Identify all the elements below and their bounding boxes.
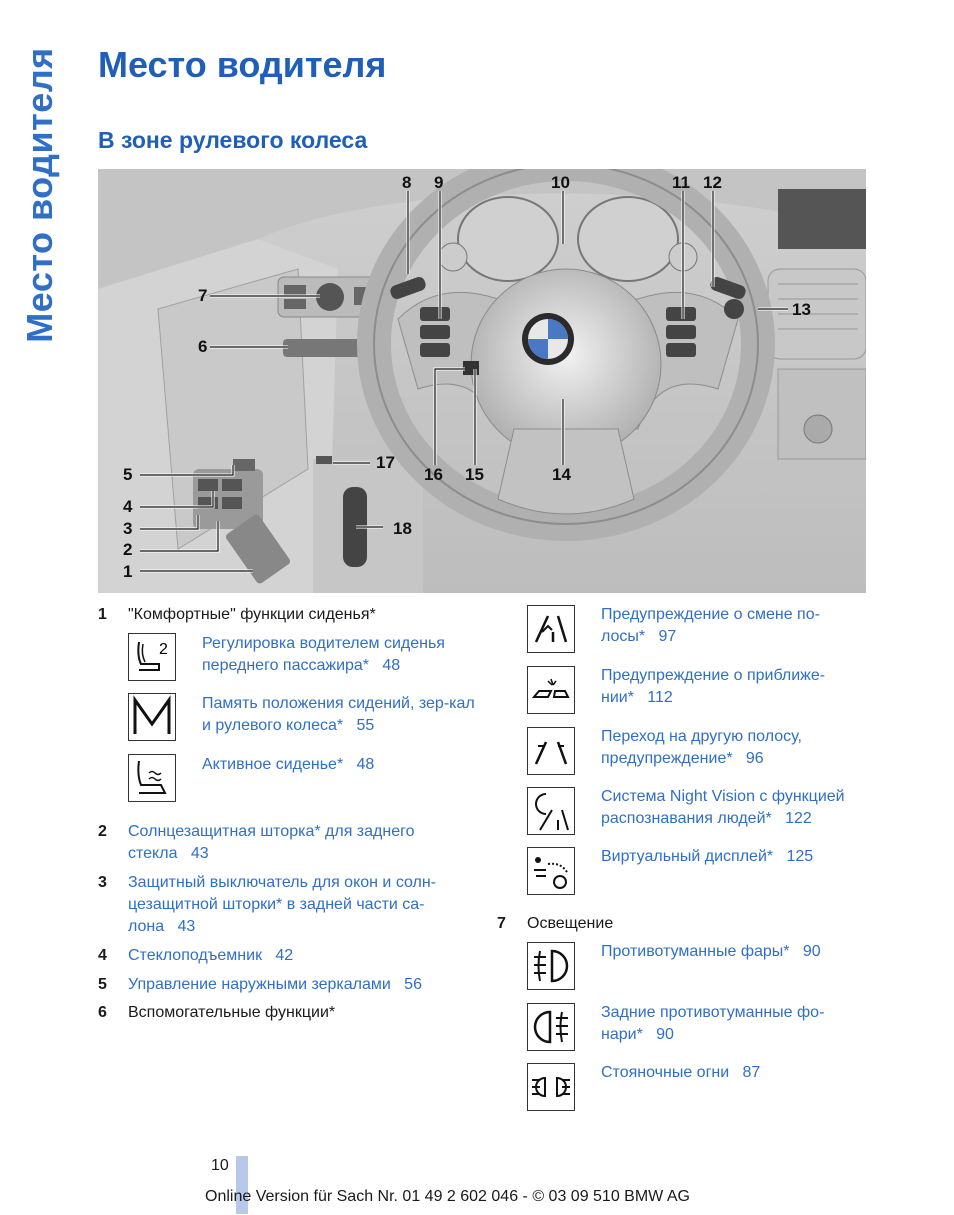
- callout-4: 4: [123, 497, 133, 516]
- item-number: 6: [98, 1004, 107, 1021]
- item-text: Защитный выключатель для окон и солн-цез…: [128, 874, 437, 935]
- sub-text: Задние противотуманные фо-нари*: [601, 1004, 825, 1043]
- head-up-display-icon: [527, 847, 575, 895]
- sub-text: Виртуальный дисплей*: [601, 848, 774, 865]
- item-number: 5: [98, 976, 107, 993]
- sub-text: Стояночные огни: [601, 1064, 730, 1081]
- section-title: В зоне рулевого колеса: [98, 127, 368, 153]
- memory-m-icon: [128, 693, 176, 741]
- parking-lights-icon: [527, 1063, 575, 1111]
- page-ref[interactable]: 112: [647, 689, 673, 706]
- callout-7: 7: [198, 286, 208, 305]
- legend-collision-warning[interactable]: Предупреждение о приближе-нии* 112: [601, 665, 856, 709]
- cockpit-drawing: [98, 169, 866, 593]
- legend-front-fog[interactable]: Противотуманные фары* 90: [601, 941, 856, 963]
- sub-text: Память положения сидений, зер-кал и руле…: [202, 695, 475, 734]
- callout-1: 1: [123, 562, 133, 581]
- item-number: 4: [98, 947, 107, 964]
- side-chapter-label: Место водителя: [19, 47, 60, 343]
- svg-text:2: 2: [159, 641, 168, 658]
- legend-parking-lights[interactable]: Стояночные огни 87: [601, 1062, 856, 1084]
- legend-sub-seat-passenger[interactable]: Регулировка водителем сиденья переднего …: [202, 633, 482, 677]
- page-ref[interactable]: 90: [802, 943, 821, 960]
- callout-2: 2: [123, 540, 133, 559]
- item-text: Освещение: [527, 915, 614, 932]
- legend-sub-memory[interactable]: Память положения сидений, зер-кал и руле…: [202, 693, 477, 737]
- page-ref[interactable]: 43: [177, 918, 196, 935]
- legend-sub-active-seat[interactable]: Активное сиденье* 48: [202, 754, 477, 776]
- page-ref[interactable]: 97: [658, 628, 677, 645]
- legend-lane-change[interactable]: Предупреждение о смене по-лосы* 97: [601, 604, 856, 648]
- lane-change-icon: [527, 605, 575, 653]
- item-text: Стеклоподъемник: [128, 947, 263, 964]
- sub-text: Регулировка водителем сиденья переднего …: [202, 635, 445, 674]
- page-ref[interactable]: 122: [785, 810, 812, 827]
- callout-3: 3: [123, 519, 133, 538]
- page-number: 10: [211, 1157, 229, 1174]
- callout-9: 9: [434, 173, 444, 192]
- callout-14: 14: [552, 465, 571, 484]
- item-text: Управление наружными зеркалами: [128, 976, 391, 993]
- item-number: 2: [98, 823, 107, 840]
- item-number: 7: [497, 915, 506, 932]
- page-ref[interactable]: 96: [745, 750, 764, 767]
- legend-lane-departure[interactable]: Переход на другую полосу, предупреждение…: [601, 726, 856, 770]
- page-ref[interactable]: 56: [404, 976, 422, 993]
- item-number: 3: [98, 874, 107, 891]
- side-chapter-tab: Место водителя: [19, 40, 60, 350]
- seat-2-icon: 2: [128, 633, 176, 681]
- page-ref[interactable]: 48: [382, 657, 401, 674]
- item-text: Солнцезащитная шторка* для заднего стекл…: [128, 823, 415, 862]
- footer-accent-bar: [236, 1156, 248, 1214]
- callout-8: 8: [402, 173, 412, 192]
- callout-6: 6: [198, 337, 208, 356]
- rear-fog-icon: [527, 1003, 575, 1051]
- callout-17: 17: [376, 453, 395, 472]
- page-ref[interactable]: 90: [656, 1026, 674, 1043]
- legend-rear-fog[interactable]: Задние противотуманные фо-нари* 90: [601, 1002, 856, 1046]
- footer-copyright: Online Version für Sach Nr. 01 49 2 602 …: [205, 1188, 690, 1205]
- page-title: Место водителя: [98, 44, 387, 85]
- front-fog-icon: [527, 942, 575, 990]
- cockpit-illustration: 8 9 10 11 12 13 7 6 5 4 3 2 1 17 18 16 1…: [98, 169, 866, 593]
- callout-5: 5: [123, 465, 133, 484]
- page-ref[interactable]: 48: [356, 756, 375, 773]
- callout-11: 11: [672, 173, 690, 192]
- sub-text: Активное сиденье*: [202, 756, 344, 773]
- page-ref[interactable]: 125: [786, 848, 814, 865]
- legend-head-up-display[interactable]: Виртуальный дисплей* 125: [601, 846, 856, 868]
- page-ref[interactable]: 87: [742, 1064, 761, 1081]
- sub-text: Переход на другую полосу, предупреждение…: [601, 728, 802, 767]
- lane-departure-icon: [527, 727, 575, 775]
- callout-13: 13: [792, 300, 811, 319]
- page-ref[interactable]: 42: [275, 947, 294, 964]
- sub-text: Противотуманные фары*: [601, 943, 790, 960]
- sub-text: Предупреждение о приближе-нии*: [601, 667, 826, 706]
- callout-18: 18: [393, 519, 412, 538]
- night-vision-icon: [527, 787, 575, 835]
- sub-text: Предупреждение о смене по-лосы*: [601, 606, 820, 645]
- page-ref[interactable]: 55: [356, 717, 375, 734]
- active-seat-icon: [128, 754, 176, 802]
- legend-night-vision[interactable]: Система Night Vision с функцией распозна…: [601, 786, 871, 830]
- sub-text: Система Night Vision с функцией распозна…: [601, 788, 845, 827]
- callout-12: 12: [703, 173, 722, 192]
- item-text: Вспомогательные функции*: [128, 1004, 336, 1021]
- callout-10: 10: [551, 173, 570, 192]
- callout-15: 15: [465, 465, 484, 484]
- callout-16: 16: [424, 465, 443, 484]
- item-text: "Комфортные" функции сиденья*: [128, 606, 376, 623]
- page-ref[interactable]: 43: [190, 845, 209, 862]
- collision-warning-icon: [527, 666, 575, 714]
- item-number: 1: [98, 606, 107, 623]
